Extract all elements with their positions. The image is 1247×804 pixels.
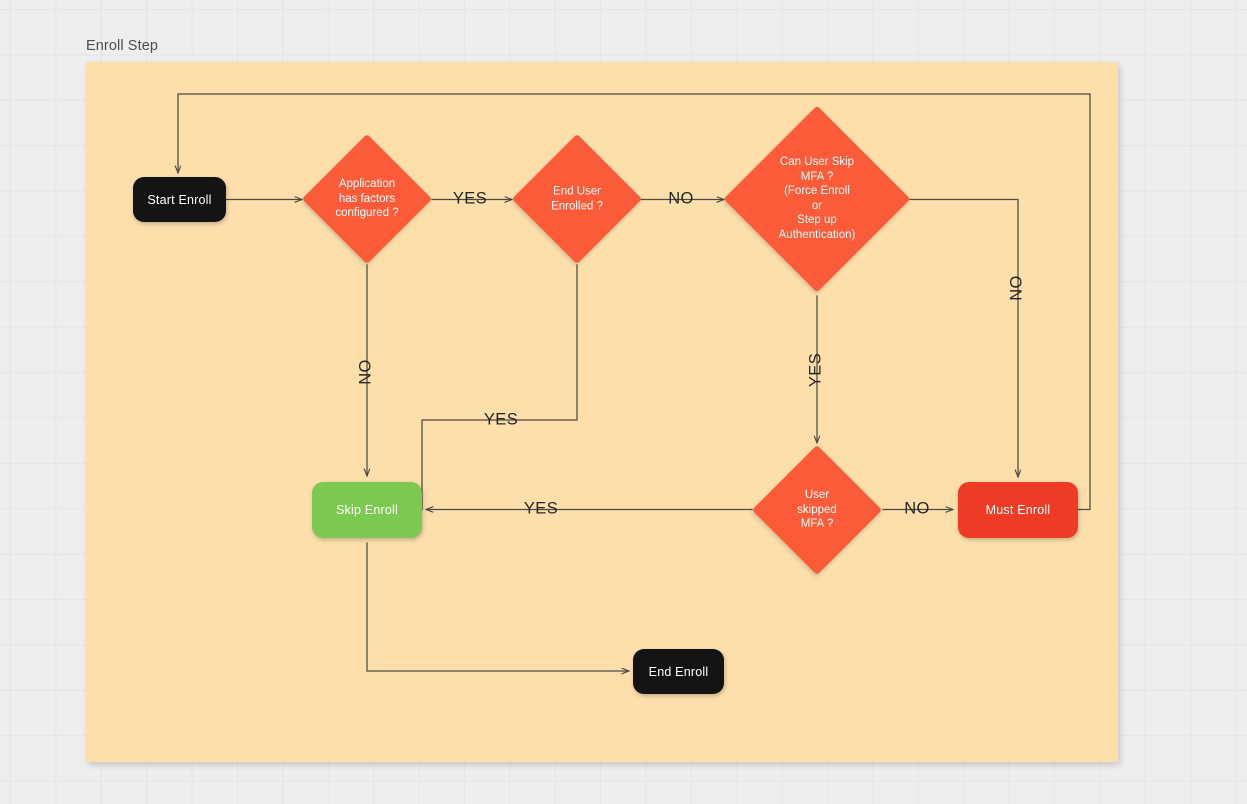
edge-label-no-userskipped-to-mustenroll: NO	[904, 499, 930, 518]
edge-label-no-canskip-to-mustenroll: NO	[1007, 275, 1026, 301]
node-label: Must Enroll	[985, 503, 1051, 517]
node-must-enroll[interactable]: Must Enroll	[958, 482, 1078, 538]
diamond-shape	[723, 105, 911, 293]
edge-label-yes-enduser-to-skipenroll: YES	[483, 410, 519, 429]
edge-label-yes-canskip-to-userskipped: YES	[806, 352, 825, 388]
node-can-user-skip-mfa[interactable]: Can User Skip MFA ? (Force Enroll or Ste…	[723, 105, 911, 293]
page-title: Enroll Step	[86, 38, 159, 54]
node-end-enroll[interactable]: End Enroll	[633, 649, 724, 694]
node-label: Start Enroll	[147, 192, 212, 207]
diamond-shape	[301, 133, 433, 265]
node-start-enroll[interactable]: Start Enroll	[133, 177, 226, 222]
edge-label-yes-application-to-enduser: YES	[452, 189, 488, 208]
node-end-user-enrolled[interactable]: End User Enrolled ?	[511, 133, 643, 265]
node-skip-enroll[interactable]: Skip Enroll	[312, 482, 422, 538]
diamond-shape	[751, 444, 883, 576]
edge-label-no-enduser-to-canskip: NO	[668, 189, 694, 208]
node-user-skipped-mfa[interactable]: User skipped MFA ?	[751, 444, 883, 576]
node-label: End Enroll	[648, 664, 709, 679]
edge-label-no-application-to-skipenroll: NO	[356, 359, 375, 385]
node-label: Skip Enroll	[336, 503, 398, 517]
node-application-has-factors-configured[interactable]: Application has factors configured ?	[301, 133, 433, 265]
edge-label-yes-userskipped-to-skipenroll: YES	[523, 499, 559, 518]
diamond-shape	[511, 133, 643, 265]
